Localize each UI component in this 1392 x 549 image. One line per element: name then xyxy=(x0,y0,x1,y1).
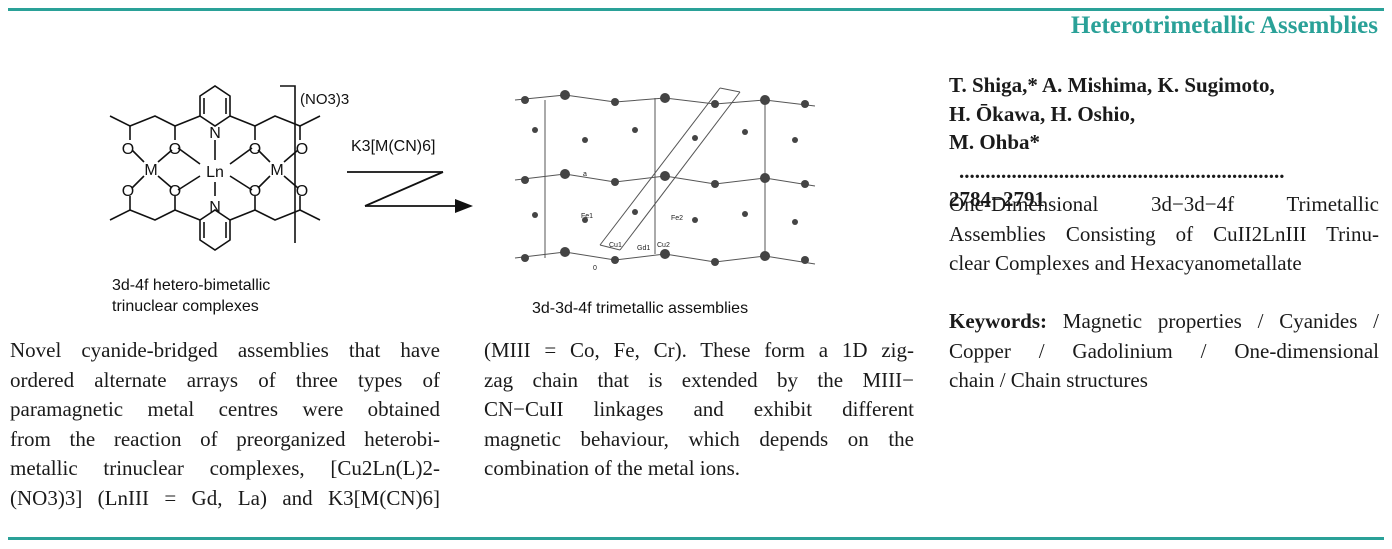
body-column-1: Novel cyanide-bridged assemblies that ha… xyxy=(10,336,440,513)
body-line: Novel cyanide-bridged assemblies that ha… xyxy=(10,338,440,362)
author-pages-row: M. Ohba* ...............................… xyxy=(949,128,1379,214)
o-label: O xyxy=(169,183,181,200)
atom-label-gd1: Gd1 xyxy=(637,245,650,252)
body-line: magnetic behaviour, which depends on the xyxy=(484,426,914,451)
n-top-label: N xyxy=(209,125,221,142)
body-line: metallic trinuclear complexes, [Cu2Ln(L)… xyxy=(10,456,440,480)
author-line: T. Shiga,* A. Mishima, K. Sugimoto, xyxy=(949,73,1275,97)
keywords-text: Magnetic properties / Cyanides / xyxy=(1062,309,1379,333)
author-line: M. Ohba* xyxy=(949,130,1041,154)
o-label: O xyxy=(296,141,308,158)
title-line: One-Dimensional 3d−3d−4f Trimetallic xyxy=(949,192,1379,216)
zigzag-arrow-icon xyxy=(347,171,473,213)
counterion-label: (NO3)3 xyxy=(300,91,349,108)
trinuclear-complex-structure: N N Ln M M O O O O O O O O (NO3)3 xyxy=(109,85,349,251)
o-label: O xyxy=(296,183,308,200)
body-line: zag chain that is extended by the MIII− xyxy=(484,367,914,392)
keywords-line: Copper / Gadolinium / One-dimensional xyxy=(949,338,1379,363)
o-label: O xyxy=(122,141,134,158)
ln-label: Ln xyxy=(206,164,224,181)
article-title[interactable]: One-Dimensional 3d−3d−4f Trimetallic Ass… xyxy=(949,190,1379,279)
body-line: CN−CuII linkages and exhibit different xyxy=(484,397,914,421)
o-label: O xyxy=(249,183,261,200)
keywords-block: Keywords: Magnetic properties / Cyanides… xyxy=(949,307,1379,396)
body-line: (MIII = Co, Fe, Cr). These form a 1D zig… xyxy=(484,338,914,362)
crystal-structure-image: Fe1 Cu1 Gd1 Cu2 Fe2 0 a xyxy=(514,87,816,272)
title-line: clear Complexes and Hexacyanometallate xyxy=(949,251,1302,275)
reagent-label: K3[M(CN)6] xyxy=(351,138,436,155)
o-label: O xyxy=(122,183,134,200)
body-line: combination of the metal ions. xyxy=(484,456,741,480)
reaction-arrow xyxy=(345,168,475,218)
keywords-label: Keywords: xyxy=(949,309,1047,333)
axis-a-label: a xyxy=(583,171,587,178)
body-line: ordered alternate arrays of three types … xyxy=(10,367,440,392)
author-line: H. Ōkawa, H. Oshio, xyxy=(949,101,1136,126)
n-bottom-label: N xyxy=(209,199,221,216)
page-range: 2784−2791 xyxy=(949,187,1045,211)
left-caption-line: 3d-4f hetero-bimetallic xyxy=(112,277,271,294)
m-left-label: M xyxy=(144,162,157,179)
body-line: paramagnetic metal centres were obtained xyxy=(10,397,440,421)
atom-label-cu1: Cu1 xyxy=(609,242,622,249)
left-caption-line: trinuclear complexes xyxy=(112,298,259,315)
crystal-structure-figure: Fe1 Cu1 Gd1 Cu2 Fe2 0 a xyxy=(505,70,825,280)
atom-label-fe2: Fe2 xyxy=(671,215,683,222)
right-figure-caption: 3d-3d-4f trimetallic assemblies xyxy=(532,300,749,317)
keywords-line: chain / Chain structures xyxy=(949,368,1148,392)
m-right-label: M xyxy=(270,162,283,179)
atom-label-cu2: Cu2 xyxy=(657,242,670,249)
keywords-line: Keywords: Magnetic properties / Cyanides… xyxy=(949,307,1379,337)
axis-origin-label: 0 xyxy=(593,265,597,272)
title-line: Assemblies Consisting of CuII2LnIII Trin… xyxy=(949,221,1379,246)
top-rule xyxy=(8,8,1384,11)
body-line: (NO3)3] (LnIII = Gd, La) and K3[M(CN)6] xyxy=(10,485,440,510)
trinuclear-complex-figure: N N Ln M M O O O O O O O O (NO3)3 xyxy=(100,78,400,268)
section-title: Heterotrimetallic Assemblies xyxy=(1070,12,1378,39)
body-line: from the reaction of preorganized hetero… xyxy=(10,426,440,451)
bottom-rule xyxy=(8,537,1384,540)
o-label: O xyxy=(169,141,181,158)
author-list: T. Shiga,* A. Mishima, K. Sugimoto, H. Ō… xyxy=(949,71,1379,214)
left-figure-caption: 3d-4f hetero-bimetallic trinuclear compl… xyxy=(112,275,270,317)
body-column-2: (MIII = Co, Fe, Cr). These form a 1D zig… xyxy=(484,336,914,484)
atom-label-fe1: Fe1 xyxy=(581,213,593,220)
o-label: O xyxy=(249,141,261,158)
leader-dots: ........................................… xyxy=(959,158,1285,183)
